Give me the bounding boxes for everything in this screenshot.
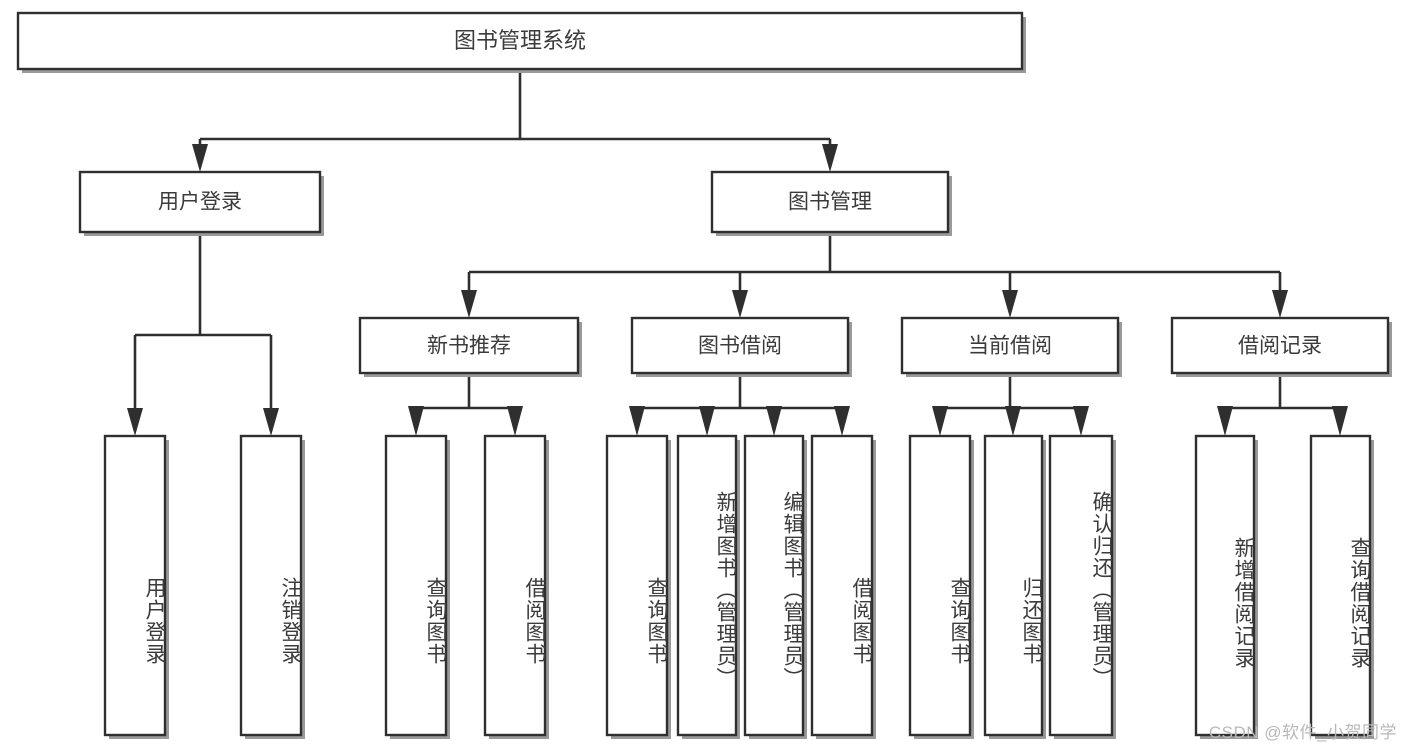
leaf-query-book-borrow-rect[interactable]	[605, 434, 669, 737]
arrow-br-leaf-1	[1217, 406, 1233, 436]
leaf-logout-rect[interactable]	[239, 434, 303, 737]
csdn-watermark: CSDN @软件_小贺同学	[1208, 723, 1397, 742]
arrow-bb-leaf-4	[834, 406, 850, 436]
node-current-borrow-label: 当前借阅	[968, 335, 1052, 358]
node-book-borrow-rect[interactable]	[630, 316, 850, 375]
node-borrow-records-label: 借阅记录	[1238, 335, 1322, 358]
node-new-book-recommend[interactable]: 新书推荐	[358, 316, 582, 377]
arrow-bm-to-book-borrow	[732, 290, 748, 318]
node-borrow-records-rect[interactable]	[1170, 316, 1390, 375]
node-book-management-rect[interactable]	[710, 170, 950, 234]
node-book-management[interactable]: 图书管理	[710, 170, 952, 236]
node-book-borrow[interactable]: 图书借阅	[630, 316, 852, 377]
node-current-borrow-rect[interactable]	[900, 316, 1120, 375]
arrow-nbr-leaf-1	[408, 406, 424, 436]
arrow-cb-leaf-3	[1073, 406, 1089, 436]
leaf-query-book-current-rect[interactable]	[908, 434, 972, 737]
leaf-query-book-recommend-rect[interactable]	[384, 434, 448, 737]
node-borrow-records[interactable]: 借阅记录	[1170, 316, 1392, 377]
leaf-user-login-rect[interactable]	[103, 434, 167, 737]
arrow-user-login-leaf-2	[263, 408, 279, 436]
node-book-management-label: 图书管理	[788, 191, 872, 214]
node-new-book-recommend-label: 新书推荐	[427, 335, 511, 358]
arrow-cb-leaf-1	[932, 406, 948, 436]
arrow-root-to-book-management	[822, 144, 838, 172]
leaf-add-book-admin-rect[interactable]	[676, 434, 738, 737]
node-root-label: 图书管理系统	[454, 28, 586, 53]
leaf-query-borrow-record-rect[interactable]	[1309, 434, 1372, 737]
node-current-borrow[interactable]: 当前借阅	[900, 316, 1122, 377]
leaf-add-borrow-record-rect[interactable]	[1194, 434, 1256, 737]
leaf-borrow-book-rect[interactable]	[810, 434, 874, 737]
connector-group-book-borrow	[629, 373, 850, 436]
leaf-return-book-rect[interactable]	[983, 434, 1044, 737]
connector-group-current-borrow	[932, 373, 1089, 436]
arrow-root-to-user-login	[192, 144, 208, 172]
connector-group-user-login	[127, 232, 279, 436]
leaf-borrow-book-recommend-rect[interactable]	[483, 434, 547, 737]
connector-group-borrow-records	[1217, 373, 1348, 436]
arrow-bb-leaf-1	[629, 406, 645, 436]
node-root[interactable]: 图书管理系统	[16, 11, 1026, 73]
arrow-bm-to-borrow-records	[1272, 290, 1288, 318]
arrow-bm-to-new-book-recommend	[461, 290, 477, 318]
leaf-edit-book-admin-rect[interactable]	[743, 434, 805, 737]
node-user-login-label: 用户登录	[158, 191, 242, 214]
arrow-nbr-leaf-2	[507, 406, 523, 436]
connector-group-book-management	[461, 232, 1288, 318]
arrow-bm-to-current-borrow	[1002, 290, 1018, 318]
node-new-book-recommend-rect[interactable]	[358, 316, 580, 375]
arrow-bb-leaf-2	[699, 406, 715, 436]
arrow-br-leaf-2	[1332, 406, 1348, 436]
arrow-bb-leaf-3	[766, 406, 782, 436]
node-root-rect[interactable]	[16, 11, 1024, 71]
node-user-login[interactable]: 用户登录	[78, 170, 324, 236]
arrow-user-login-leaf-1	[127, 408, 143, 436]
node-user-login-rect[interactable]	[78, 170, 322, 234]
node-book-borrow-label: 图书借阅	[698, 335, 782, 358]
leaf-node-group	[103, 434, 1374, 739]
arrow-cb-leaf-2	[1005, 406, 1021, 436]
connector-group-root	[192, 69, 838, 172]
connector-group-new-book-recommend	[408, 373, 523, 436]
leaf-confirm-return-admin-rect[interactable]	[1048, 434, 1114, 737]
